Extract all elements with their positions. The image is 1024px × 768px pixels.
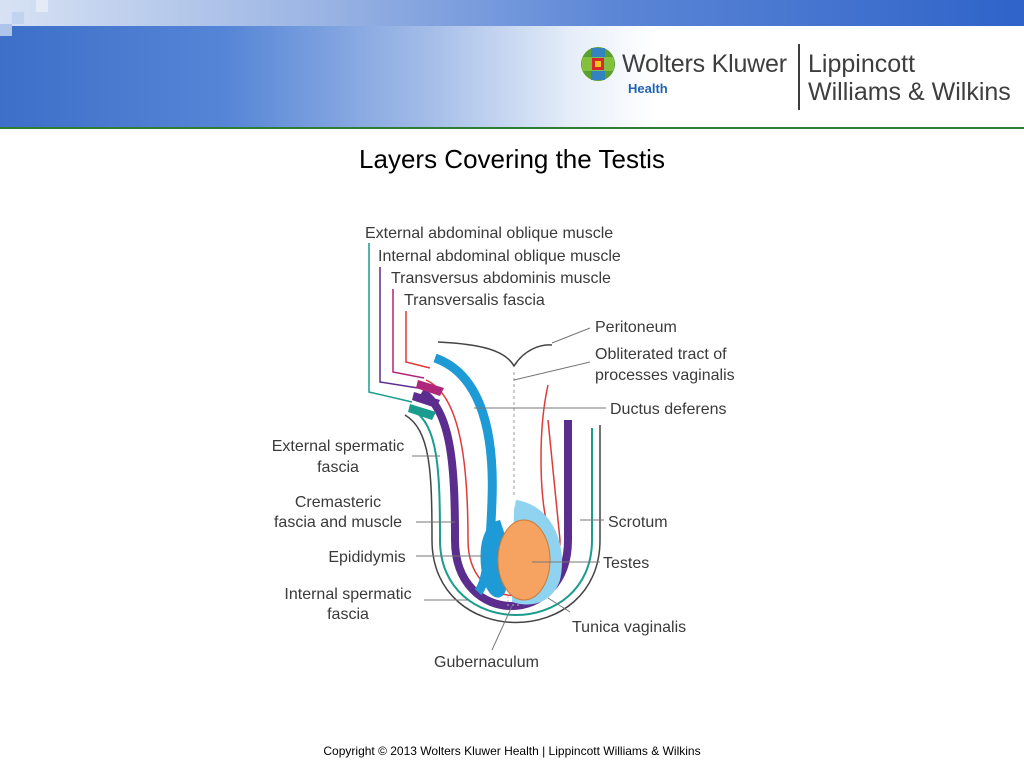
label-transversus: Transversus abdominis muscle [391,270,611,287]
corner-square [36,0,48,12]
corner-square [12,12,24,24]
label-ext-spermatic-2: fascia [317,459,359,476]
corner-square [0,0,12,12]
testis-shape [497,519,551,601]
scrotum-layer [404,414,601,624]
ductus-deferens-line [540,384,549,521]
epididymis-shape [480,520,506,598]
peritoneum-line [437,341,553,368]
external-oblique-stub [408,404,436,420]
header-topbar [0,0,1024,26]
label-obliterated-1: Obliterated tract of [595,346,727,363]
label-obliterated-2: processes vaginalis [595,367,735,384]
brand-sub: Health [628,81,668,96]
internal-oblique-line [379,267,419,389]
label-gubernaculum: Gubernaculum [434,654,539,671]
label-int-spermatic-1: Internal spermatic [284,586,411,603]
wolters-kluwer-globe-icon [581,47,615,81]
label-ductus-deferens: Ductus deferens [610,401,727,418]
brand-name: Wolters Kluwer [622,50,787,78]
logo-divider [798,44,800,110]
label-testes: Testes [603,555,649,572]
publisher-logo: Wolters Kluwer Health Lippincott William… [578,42,1018,114]
header-divider [0,127,1024,129]
label-int-spermatic-2: fascia [327,606,369,623]
lww-name-line1: Lippincott [808,50,916,78]
label-external-oblique: External abdominal oblique muscle [365,225,613,242]
label-transversalis-fascia: Transversalis fascia [404,292,545,309]
slide-title: Layers Covering the Testis [359,144,665,174]
gubernaculum-leader [491,605,513,651]
corner-square [0,24,12,36]
label-scrotum: Scrotum [608,514,668,531]
label-internal-oblique: Internal abdominal oblique muscle [378,248,621,265]
lww-name-line2: Williams & Wilkins [808,78,1011,106]
label-epididymis: Epididymis [328,549,405,566]
label-cremasteric-2: fascia and muscle [274,514,402,531]
transversus-stub [416,380,444,396]
copyright-footer: Copyright © 2013 Wolters Kluwer Health |… [323,744,701,758]
header-banner: Wolters Kluwer Health Lippincott William… [0,0,1024,127]
label-peritoneum: Peritoneum [595,319,677,336]
label-ext-spermatic-1: External spermatic [272,438,405,455]
internal-oblique-stub [412,392,440,408]
transversus-line [392,289,425,379]
external-spermatic-layer [412,409,593,616]
obliterated-leader [513,361,591,381]
peritoneum-leader [551,327,591,344]
label-cremasteric-1: Cremasteric [295,494,381,511]
tunica-leader [547,597,571,613]
label-tunica-vaginalis: Tunica vaginalis [572,619,686,636]
transversalis-fascia-line [405,311,431,369]
external-oblique-line [368,243,413,403]
